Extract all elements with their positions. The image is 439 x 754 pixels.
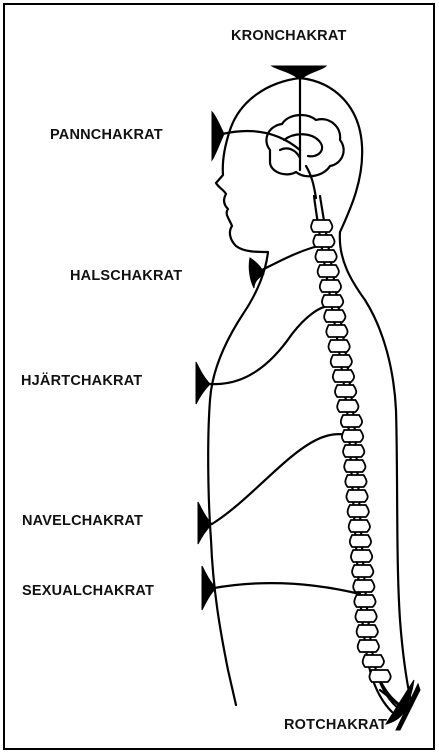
root-chakra-label: ROTCHAKRAT [284,717,387,733]
forehead-chakra-cone [212,112,224,160]
throat-channel [262,246,318,270]
vertebra [351,550,372,562]
brain-outline [266,115,343,176]
crown-chakra-label: KRONCHAKRAT [231,28,347,44]
vertebra [342,430,363,442]
vertebra [349,520,370,532]
vertebra [320,280,341,292]
sexual-channel [214,583,360,594]
crown-chakra-cone [272,66,326,80]
heart-chakra-label: HJÄRTCHAKRAT [21,373,142,389]
vertebra [346,490,367,502]
vertebra [331,355,352,367]
brain-fold [280,148,300,158]
vertebra [341,415,362,427]
vertebra [324,310,345,322]
vertebra [352,565,373,577]
heart-chakra-cone [196,362,210,404]
sexual-chakra-label: SEXUALCHAKRAT [22,583,154,599]
vertebra [343,445,364,457]
vertebra [322,295,343,307]
vertebra [344,460,365,472]
heart-channel [210,306,330,384]
vertebra [318,265,339,277]
vertebra [333,370,354,382]
brain-stem [306,166,316,198]
throat-chakra-cone [249,258,264,288]
forehead-channel [222,131,300,150]
vertebra [357,625,378,637]
vertebra [355,610,376,622]
vertebra [353,580,374,592]
vertebra [345,475,366,487]
navel-channel [212,434,350,524]
vertebrae-group [311,220,391,682]
vertebra [354,595,375,607]
vertebra [315,250,336,262]
brain-fold [284,134,322,156]
vertebra [358,640,379,652]
vertebra [363,655,384,667]
vertebra [337,400,358,412]
body-front-outline [208,78,300,705]
vertebra [369,670,390,682]
vertebra [326,325,347,337]
navel-chakra-label: NAVELCHAKRAT [22,513,143,529]
throat-chakra-label: HALSCHAKRAT [70,268,182,284]
vertebra [348,505,369,517]
vertebra [311,220,332,232]
forehead-chakra-label: PANNCHAKRAT [50,127,163,143]
vertebra [350,535,371,547]
vertebra [335,385,356,397]
vertebra [329,340,350,352]
vertebra [313,235,334,247]
